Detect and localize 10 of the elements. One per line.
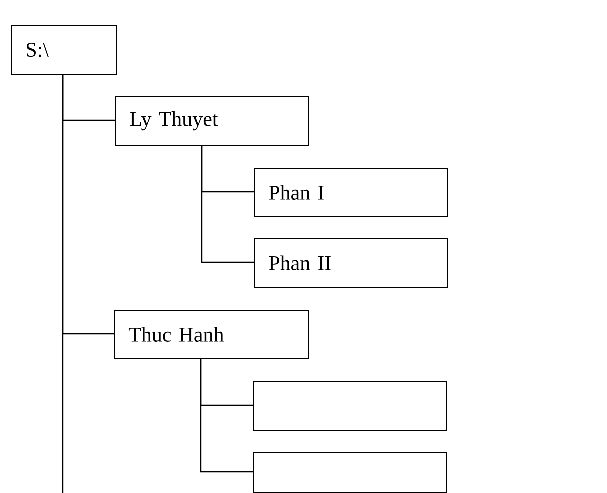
folder-box: Phan II xyxy=(254,238,448,288)
folder-box xyxy=(253,452,448,493)
folder-box: Ly Thuyet xyxy=(115,96,310,146)
folder-box: Phan I xyxy=(254,168,448,218)
connector-line xyxy=(62,75,64,493)
connector-line xyxy=(201,145,254,264)
folder-box: S:\ xyxy=(11,25,118,76)
folder-box xyxy=(253,381,448,432)
folder-box: Thuc Hanh xyxy=(114,310,310,360)
connector-line xyxy=(200,358,253,473)
